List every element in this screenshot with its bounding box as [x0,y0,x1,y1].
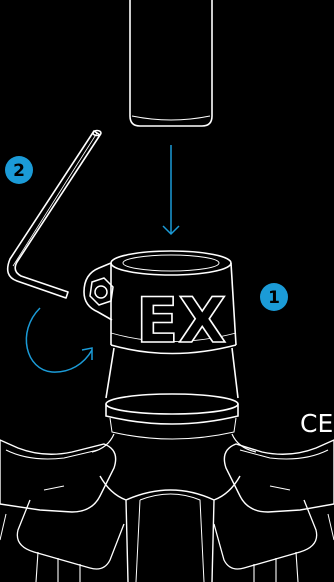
allen-key-icon [6,129,102,299]
collar-logo: EX [135,283,227,358]
clamp-screw [89,277,114,306]
step-1-badge: 1 [260,283,288,311]
svg-text:2: 2 [13,161,25,181]
down-arrow-icon [162,145,180,236]
body-stem [91,347,257,453]
clamp-collar [83,250,237,355]
upper-tube [129,0,213,127]
ce-mark: CE [300,409,333,438]
step-2-badge: 2 [5,156,33,184]
tripod-base [0,439,334,582]
rotate-arrow-icon [25,307,93,373]
svg-text:EX: EX [136,284,226,357]
svg-text:1: 1 [268,288,280,308]
